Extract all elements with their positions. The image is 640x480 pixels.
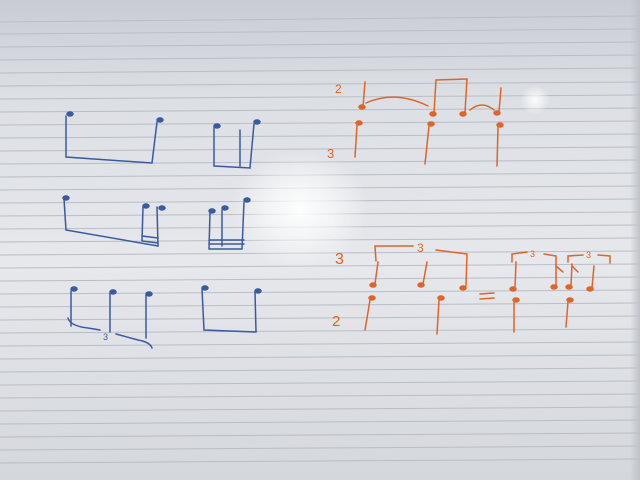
orange-top-lower-voice [354, 120, 504, 167]
blue-row2-left-figure [62, 195, 166, 247]
board-frame-edge [630, 0, 640, 480]
orange-bottom-number-3: 3 [335, 251, 344, 268]
light-glare-small [520, 85, 550, 115]
blue-row3-right-figure [201, 285, 262, 333]
equals-line-2 [479, 297, 495, 300]
blue-row1-right-figure [213, 119, 261, 169]
equals-sign-text: = [481, 302, 482, 304]
blue-row3-triplet [67, 286, 153, 349]
blue-notation [62, 111, 262, 349]
orange-bracket-label: 3 [417, 241, 424, 255]
equals-line-1 [479, 292, 495, 295]
orange-bottom-number-2: 2 [332, 313, 340, 330]
orange-top-number-2: 2 [335, 82, 342, 96]
orange-small-triplet-b: 3 [586, 250, 591, 260]
orange-notation [354, 78, 611, 335]
orange-top-upper-voice [358, 78, 502, 117]
blue-triplet-label: 3 [103, 332, 108, 342]
orange-bottom-triplet [364, 245, 468, 335]
orange-bottom-right [509, 251, 611, 333]
blue-row2-right-figure [208, 197, 251, 250]
orange-top-number-3: 3 [327, 146, 334, 161]
orange-small-triplet-a: 3 [530, 249, 535, 259]
blue-row1-left-figure [65, 111, 164, 164]
